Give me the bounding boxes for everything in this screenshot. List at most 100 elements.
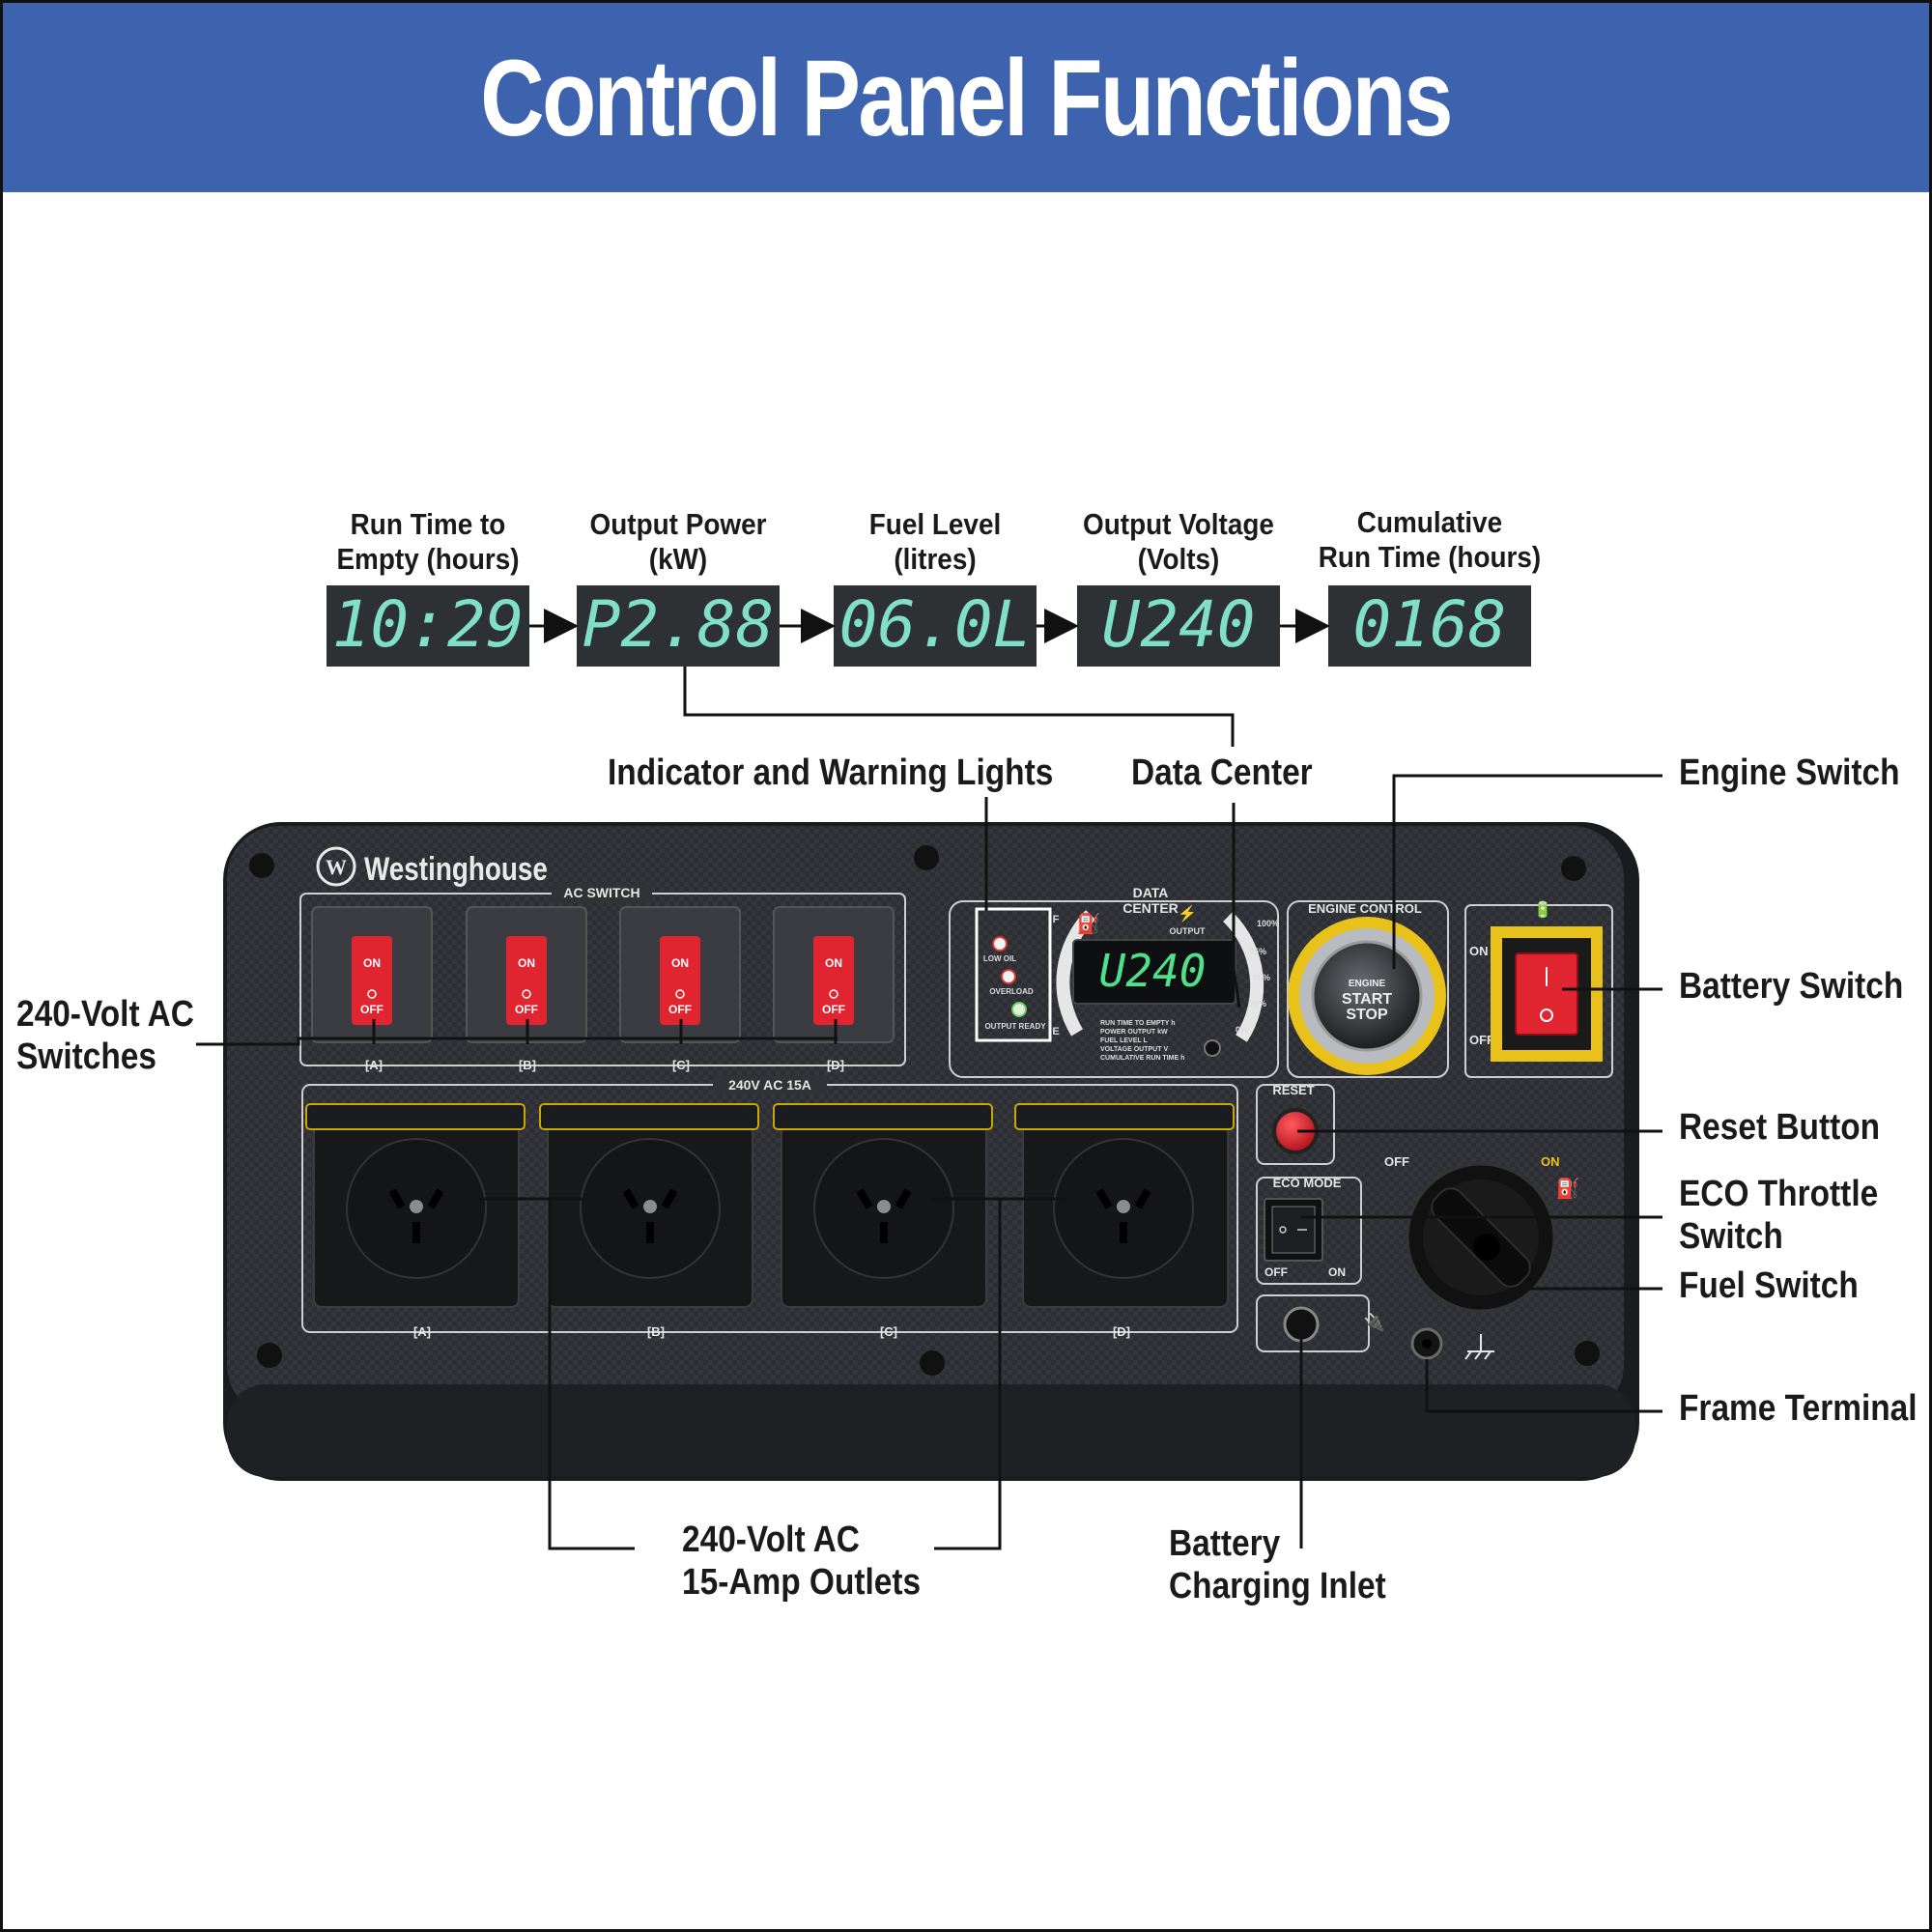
svg-text:STOP: STOP	[1346, 1007, 1388, 1023]
screw	[257, 1343, 282, 1368]
eco-mode-box	[1256, 1177, 1362, 1285]
ac-switch-b[interactable]: ON OFF	[466, 906, 587, 1043]
display-fuel-level-readout: 06.0L	[839, 587, 1032, 662]
label-cumulative-line1: Cumulative	[1356, 505, 1503, 539]
eco-throttle-switch[interactable]	[1264, 1198, 1323, 1262]
indicator-light-box	[975, 907, 1052, 1042]
ac-switch-a[interactable]: ON OFF	[311, 906, 433, 1043]
outlet-c[interactable]	[773, 1103, 993, 1308]
display-cumulative-run-time	[1328, 585, 1531, 667]
fuel-gauge-arc	[1056, 910, 1096, 1037]
panel-lower-lip	[227, 1384, 1635, 1477]
fuel-pump-small-icon: ⛽	[1556, 1177, 1580, 1200]
display-fuel-level	[834, 585, 1037, 667]
label-output-power: Output Power (kW)	[574, 507, 782, 576]
gauge-25: 25%	[1249, 999, 1266, 1009]
legend-run-time: RUN TIME TO EMPTY h	[1100, 1020, 1176, 1027]
display-run-time	[327, 585, 529, 667]
ac-switch-d[interactable]: ON OFF	[773, 906, 895, 1043]
display-output-power	[577, 585, 780, 667]
callout-engine-switch: Engine Switch	[1679, 753, 1900, 793]
switch-id-c: [C]	[672, 1058, 690, 1072]
svg-text:ON: ON	[518, 956, 535, 970]
callout-eco-throttle: ECO Throttle Switch	[1679, 1174, 1878, 1258]
ac-switch-c[interactable]: ON OFF	[619, 906, 741, 1043]
outlet-id-a: [A]	[413, 1324, 431, 1339]
outlet-a[interactable]	[305, 1103, 526, 1308]
switch-id-a: [A]	[365, 1058, 383, 1072]
gauge-50: 50%	[1253, 973, 1270, 982]
legend-power: POWER OUTPUT kW	[1100, 1029, 1168, 1036]
svg-text:OFF: OFF	[360, 1003, 384, 1016]
outlet-b[interactable]	[539, 1103, 759, 1308]
callout-battery-inlet: Battery Charging Inlet	[1169, 1523, 1386, 1607]
display-output-voltage-readout: U240	[1102, 587, 1256, 662]
gauge-f: F	[1053, 914, 1060, 925]
battery-icon: 🔋	[1533, 900, 1552, 919]
outlet-d[interactable]	[1014, 1103, 1235, 1308]
display-strip: 10:29 P2.88 06.0L U240 0168	[327, 585, 1531, 667]
gauge-e: E	[1052, 1026, 1059, 1037]
svg-text:ON: ON	[825, 956, 842, 970]
label-cumulative: Cumulative Run Time (hours)	[1313, 505, 1548, 574]
brand-name: Westinghouse	[364, 850, 548, 887]
outlet-title-bg	[713, 1075, 827, 1094]
label-output-voltage-line1: Output Voltage	[1083, 507, 1274, 541]
engine-control-box	[1287, 900, 1449, 1078]
battery-on-label: ON	[1469, 944, 1489, 958]
low-oil-light	[992, 936, 1008, 952]
output-label: OUTPUT	[1170, 926, 1207, 936]
eco-mode-label: ECO MODE	[1273, 1176, 1342, 1190]
callout-battery-switch: Battery Switch	[1679, 966, 1904, 1007]
reset-box	[1256, 1084, 1335, 1165]
callout-ac-switches: 240-Volt AC Switches	[16, 994, 194, 1078]
label-cumulative-line2: Run Time (hours)	[1318, 539, 1542, 574]
ac-switch-title: AC SWITCH	[563, 885, 639, 900]
callout-ac-switches-line2: Switches	[16, 1036, 156, 1077]
label-run-time-line1: Run Time to	[350, 507, 506, 541]
output-gauge-arc	[1223, 911, 1264, 1042]
battery-switch-box	[1464, 904, 1613, 1078]
callout-ac-switches-line1: 240-Volt AC	[16, 994, 194, 1035]
data-center-title-1: DATA	[1133, 885, 1169, 900]
title-banner: Control Panel Functions	[3, 3, 1929, 192]
svg-text:ON: ON	[363, 956, 381, 970]
panel-display-readout: U240	[1099, 945, 1207, 997]
output-ready-label: OUTPUT READY	[984, 1022, 1046, 1031]
engine-start-stop-button[interactable]: ENGINE START STOP	[1288, 917, 1446, 1075]
fuel-switch-knob[interactable]	[1406, 1162, 1556, 1313]
overload-label: OVERLOAD	[989, 987, 1034, 996]
lightning-icon: ⚡	[1178, 904, 1197, 923]
callout-battery-inlet-line1: Battery	[1169, 1523, 1281, 1564]
control-panel-diagram: 10:29 P2.88 06.0L U240 0168	[196, 585, 1662, 1550]
display-run-time-readout: 10:29	[332, 587, 525, 662]
callout-reset-button: Reset Button	[1679, 1107, 1881, 1148]
label-fuel-level-line2: (litres)	[894, 541, 977, 576]
callout-fuel-switch: Fuel Switch	[1679, 1265, 1859, 1306]
svg-text:OFF: OFF	[668, 1003, 692, 1016]
outlet-title: 240V AC 15A	[728, 1077, 811, 1093]
fuel-on-label: ON	[1541, 1154, 1560, 1169]
label-run-time-line2: Empty (hours)	[336, 541, 520, 576]
label-output-voltage-line2: (Volts)	[1137, 541, 1220, 576]
data-center-title-2: CENTER	[1122, 900, 1179, 916]
leader-lines	[196, 774, 1662, 1550]
display-mode-button[interactable]	[1204, 1039, 1221, 1057]
gauge-0: 0%	[1236, 1025, 1248, 1035]
gauge-100: 100%	[1257, 919, 1279, 928]
screw	[1561, 856, 1586, 881]
svg-text:OFF: OFF	[515, 1003, 538, 1016]
display-output-voltage	[1077, 585, 1280, 667]
callout-outlets-line2: 15-Amp Outlets	[682, 1561, 922, 1603]
label-run-time: Run Time to Empty (hours)	[324, 507, 532, 576]
label-output-power-line1: Output Power	[589, 507, 767, 541]
callout-outlets-line1: 240-Volt AC	[682, 1520, 860, 1560]
battery-rocker-switch[interactable]	[1491, 926, 1603, 1062]
svg-text:ON: ON	[671, 956, 689, 970]
panel-display	[1072, 939, 1236, 1005]
frame-terminal-center	[1422, 1339, 1432, 1349]
legend-voltage: VOLTAGE OUTPUT V	[1100, 1046, 1168, 1053]
generator-panel: W Westinghouse AC SWITCH ON OFF ON OFF	[223, 822, 1639, 1481]
callout-data-center: Data Center	[1131, 753, 1313, 793]
screw	[249, 853, 274, 878]
